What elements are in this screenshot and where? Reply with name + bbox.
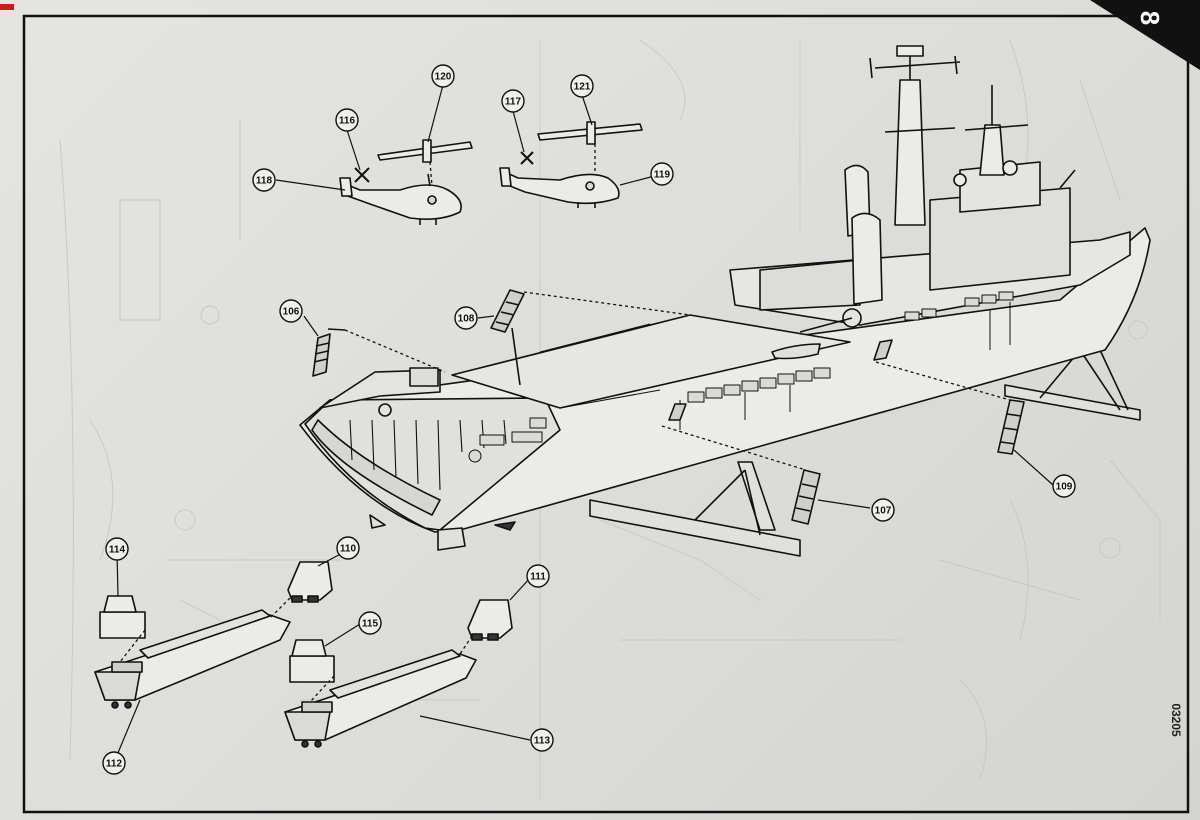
flight-deck bbox=[451, 314, 851, 409]
page-number-corner: 8 bbox=[1090, 0, 1200, 70]
ladder-107 bbox=[791, 469, 821, 525]
propeller bbox=[494, 521, 516, 531]
page-frame bbox=[22, 14, 1190, 814]
rotor-121 bbox=[537, 121, 643, 145]
callout-117: 117 bbox=[501, 89, 525, 113]
corner-mark bbox=[0, 4, 14, 10]
landing-craft-112 bbox=[94, 609, 291, 709]
callout-111: 111 bbox=[526, 564, 550, 588]
rotor-120 bbox=[377, 139, 473, 163]
callout-label: 114 bbox=[109, 545, 126, 556]
ladder-109 bbox=[997, 399, 1025, 455]
display-stand-front bbox=[589, 461, 801, 557]
callout-120: 120 bbox=[431, 64, 455, 88]
callout-106: 106 bbox=[279, 299, 303, 323]
callout-leaders bbox=[114, 84, 1054, 761]
ship-assembly bbox=[299, 45, 1151, 557]
callouts: 120 116 118 121 117 119 106 108 bbox=[102, 64, 1076, 775]
cabin-114 bbox=[99, 595, 146, 639]
callout-label: 108 bbox=[458, 314, 475, 325]
assembly-guides bbox=[119, 144, 1011, 703]
helicopter-118 bbox=[339, 173, 462, 225]
callout-label: 111 bbox=[530, 572, 546, 583]
callout-label: 118 bbox=[256, 176, 273, 187]
ramp-110 bbox=[287, 561, 333, 603]
loose-parts bbox=[94, 121, 1025, 748]
page-number: 8 bbox=[1135, 11, 1165, 25]
callout-107: 107 bbox=[871, 498, 895, 522]
ramp-111 bbox=[467, 599, 513, 641]
callout-108: 108 bbox=[454, 306, 478, 330]
funnel-aft bbox=[851, 212, 883, 305]
kit-code: 03205 bbox=[1169, 703, 1183, 737]
ladder-108 bbox=[490, 289, 525, 333]
callout-label: 109 bbox=[1056, 482, 1073, 493]
tail-rotor-116 bbox=[354, 167, 370, 183]
callout-118: 118 bbox=[252, 168, 276, 192]
tail-rotor-117 bbox=[520, 151, 534, 165]
stern-skeg bbox=[437, 527, 466, 551]
display-stand-rear bbox=[1004, 349, 1141, 421]
callout-label: 113 bbox=[534, 736, 551, 747]
callout-label: 117 bbox=[505, 97, 522, 108]
landing-craft-113 bbox=[284, 649, 477, 748]
bow-crane bbox=[1059, 169, 1076, 189]
lifeboat bbox=[771, 343, 821, 360]
callout-label: 106 bbox=[283, 307, 300, 318]
flight-deck-antenna bbox=[511, 327, 521, 386]
callout-label: 110 bbox=[340, 544, 357, 555]
callout-label: 119 bbox=[654, 170, 671, 181]
callout-112: 112 bbox=[102, 751, 126, 775]
callout-label: 116 bbox=[339, 116, 356, 127]
stern-well-deck bbox=[304, 397, 561, 531]
callout-label: 107 bbox=[875, 506, 892, 517]
helicopter-119 bbox=[499, 167, 620, 208]
stern-gate bbox=[311, 419, 441, 516]
callout-116: 116 bbox=[335, 108, 359, 132]
callout-109: 109 bbox=[1052, 474, 1076, 498]
callout-114: 114 bbox=[105, 537, 129, 561]
superstructure-block-1 bbox=[759, 259, 861, 311]
hull-ladders-installed bbox=[668, 339, 893, 421]
well-deck-items bbox=[468, 417, 547, 463]
callout-label: 120 bbox=[435, 72, 452, 83]
callout-label: 112 bbox=[106, 759, 123, 770]
callout-110: 110 bbox=[336, 536, 360, 560]
main-mast bbox=[869, 45, 961, 226]
callout-121: 121 bbox=[570, 74, 594, 98]
callout-113: 113 bbox=[530, 728, 554, 752]
deck-cargo bbox=[687, 291, 1014, 403]
stern-crane bbox=[319, 367, 441, 417]
radar-mast bbox=[953, 85, 1029, 187]
callout-119: 119 bbox=[650, 162, 674, 186]
rudder bbox=[369, 514, 386, 529]
cabin-115 bbox=[289, 639, 335, 683]
callout-label: 115 bbox=[362, 619, 379, 630]
ladder-106 bbox=[312, 328, 346, 377]
flight-deck-edge-lines bbox=[539, 323, 661, 409]
callout-label: 121 bbox=[574, 82, 591, 93]
callout-115: 115 bbox=[358, 611, 382, 635]
